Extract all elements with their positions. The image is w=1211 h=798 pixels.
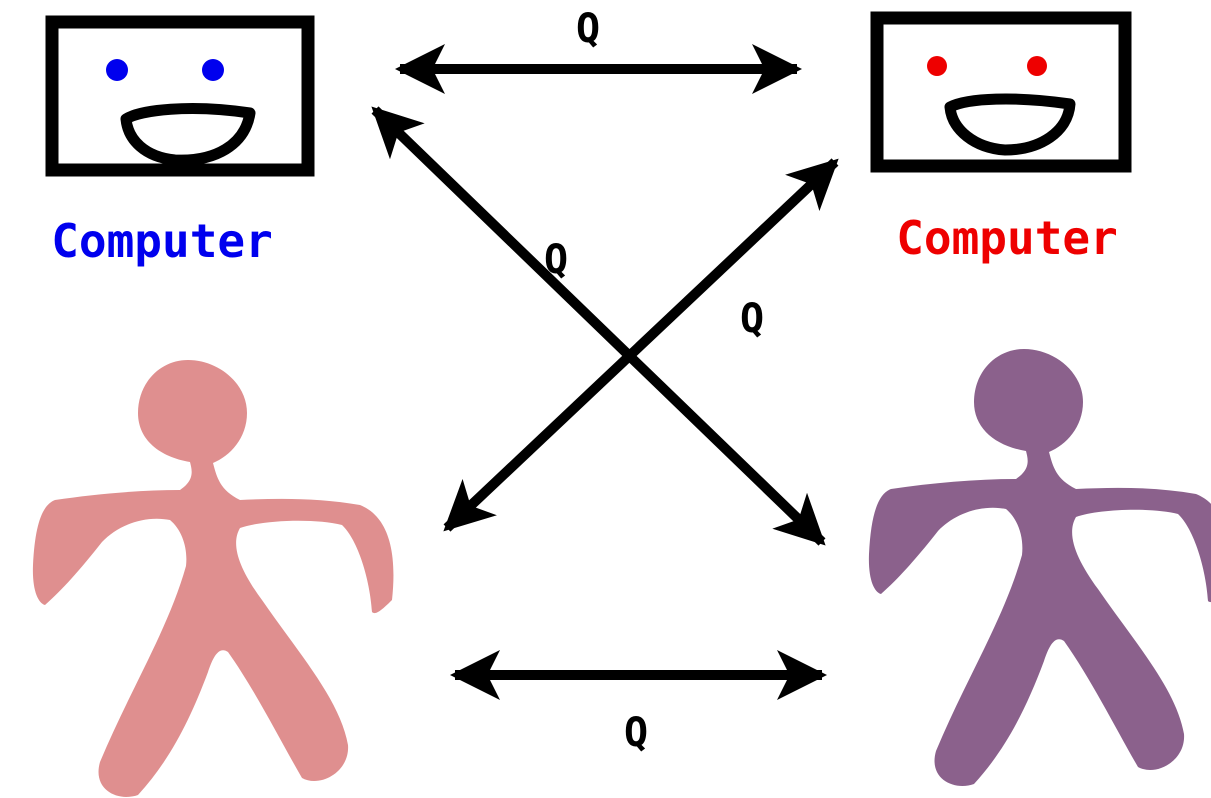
computer-left-label: Computer [51, 214, 273, 268]
computer-left-eye-left [106, 59, 128, 81]
computer-left-smile [120, 103, 256, 166]
computer-left-node: Computer [45, 15, 315, 268]
computer-right-label: Computer [896, 211, 1118, 265]
edge-top-label: Q [576, 6, 600, 52]
computer-left-eye-right [202, 59, 224, 81]
edge-diag-a-label: Q [544, 237, 568, 283]
computer-right-node: Computer [870, 11, 1132, 265]
person-left-node [32, 360, 394, 797]
computer-right-eye-left [927, 56, 947, 76]
person-left-figure [32, 360, 394, 797]
edge-bottom-label: Q [624, 710, 648, 756]
edge-diag-b-label: Q [740, 296, 764, 342]
edge-diag-b-arrow [443, 158, 839, 532]
person-right-node [868, 349, 1211, 786]
connections [371, 44, 839, 700]
computer-right-smile [944, 93, 1076, 156]
person-right-figure [868, 349, 1211, 786]
computer-right-eye-right [1027, 56, 1047, 76]
